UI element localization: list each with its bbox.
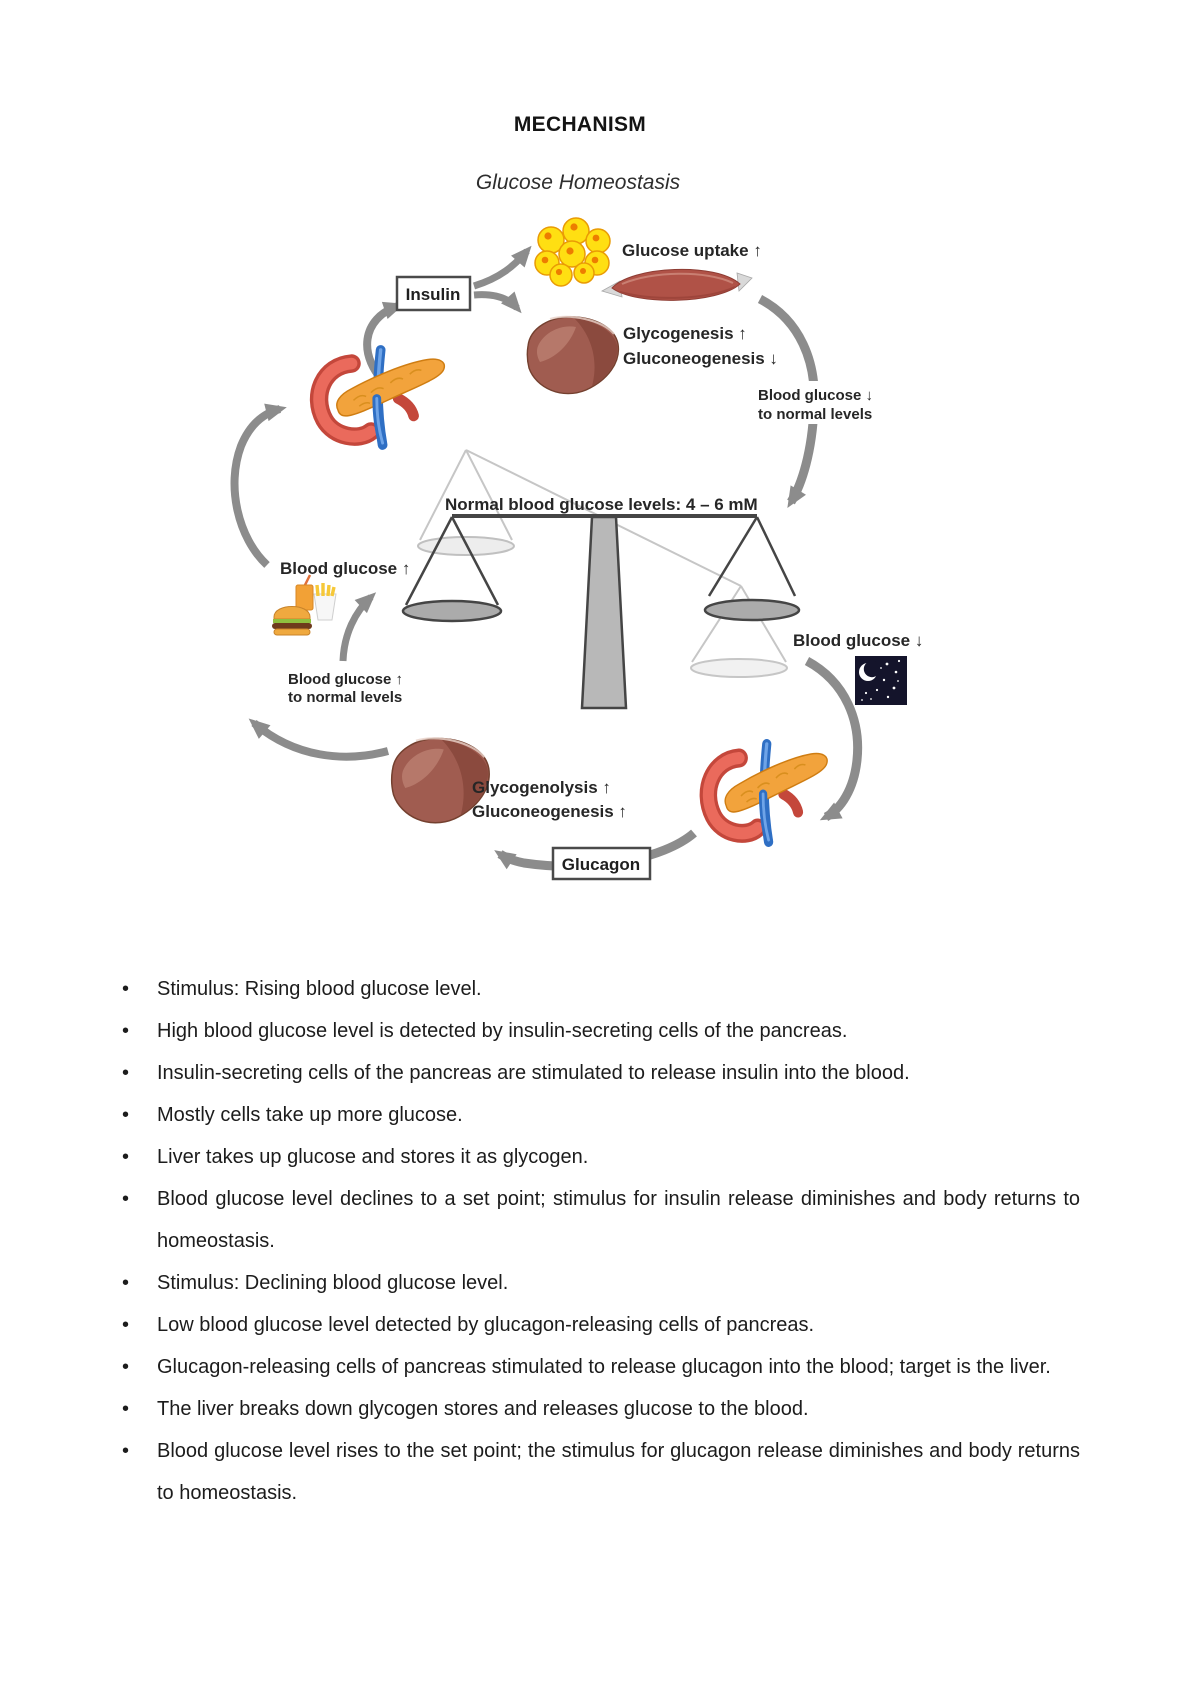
arrow-insulin-to-liver	[473, 291, 522, 314]
arrow-night-to-pancreas	[804, 657, 863, 821]
bullet-icon: •	[122, 1104, 130, 1126]
bullet-icon: •	[122, 978, 130, 1000]
glucose-uptake-label: Glucose uptake ↑	[622, 241, 762, 260]
list-item: • Stimulus: Declining blood glucose level…	[122, 1262, 1080, 1304]
muscle-icon	[600, 268, 753, 301]
gluconeogenesis-up-label: Gluconeogenesis ↑	[472, 802, 627, 821]
bg-down-label: Blood glucose ↓	[793, 631, 923, 650]
fast-food-icon	[272, 574, 337, 636]
bullet-icon: •	[122, 1440, 130, 1462]
list-item: • Stimulus: Rising blood glucose level.	[122, 968, 1080, 1010]
list-item: • Low blood glucose level detected by glu…	[122, 1304, 1080, 1346]
bullet-icon: •	[122, 1188, 130, 1210]
list-item-text: Blood glucose level rises to the set poi…	[157, 1440, 1080, 1504]
pancreas-icon-upper	[319, 350, 444, 445]
glycogenolysis-label: Glycogenolysis ↑	[472, 778, 611, 797]
bg-up-to-normal-line1: Blood glucose ↑	[288, 671, 403, 688]
bg-down-to-normal-line1: Blood glucose ↓	[758, 387, 873, 404]
scale-caption: Normal blood glucose levels: 4 – 6 mM	[445, 495, 758, 514]
liver-icon-upper	[526, 315, 620, 395]
list-item: • High blood glucose level is detected by…	[122, 1010, 1080, 1052]
arrow-food-to-pancreas	[230, 403, 287, 568]
list-item-text: Stimulus: Rising blood glucose level.	[157, 978, 482, 1000]
bg-up-label: Blood glucose ↑	[280, 559, 410, 578]
list-item-text: Insulin-secreting cells of the pancreas …	[157, 1062, 910, 1084]
list-item: • Liver takes up glucose and stores it as…	[122, 1136, 1080, 1178]
page-subtitle: Glucose Homeostasis	[475, 171, 681, 194]
bullet-icon: •	[122, 1398, 130, 1420]
insulin-box: Insulin	[395, 275, 472, 312]
list-item-text: Glucagon-releasing cells of pancreas sti…	[157, 1356, 1051, 1378]
list-item-text: The liver breaks down glycogen stores an…	[157, 1398, 809, 1420]
list-item-text: Low blood glucose level detected by gluc…	[157, 1314, 815, 1336]
pancreas-icon-lower	[708, 744, 827, 842]
fat-cells-icon	[534, 217, 611, 287]
bullet-icon: •	[122, 1020, 130, 1042]
bg-down-to-normal-line2: to normal levels	[758, 406, 872, 423]
list-item: • Insulin-secreting cells of the pancreas…	[122, 1052, 1080, 1094]
night-sky-icon	[855, 656, 907, 705]
bullet-icon: •	[122, 1356, 130, 1378]
list-item-text: Blood glucose level declines to a set po…	[157, 1188, 1080, 1252]
arrow-glucose-up-to-scale	[339, 592, 377, 662]
list-item: • Blood glucose level rises to the set po…	[122, 1430, 1080, 1514]
list-item: • Blood glucose level declines to a set p…	[122, 1178, 1080, 1262]
list-item-text: Liver takes up glucose and stores it as …	[157, 1146, 589, 1168]
page-title: MECHANISM	[513, 113, 647, 136]
insulin-box-label: Insulin	[406, 285, 461, 304]
bullet-icon: •	[122, 1146, 130, 1168]
bullet-icon: •	[122, 1272, 130, 1294]
list-item-text: Stimulus: Declining blood glucose level.	[157, 1272, 509, 1294]
bullet-icon: •	[122, 1062, 130, 1084]
label-backdrop	[753, 381, 877, 424]
glucose-homeostasis-diagram: Insulin Glucagon Glucose uptake ↑ Glycog…	[230, 217, 923, 881]
list-item: • Mostly cells take up more glucose.	[122, 1094, 1080, 1136]
balance-scale-icon	[401, 449, 801, 710]
glycogenesis-label: Glycogenesis ↑	[623, 324, 747, 343]
scale-left-pan	[401, 516, 503, 623]
list-item: • Glucagon-releasing cells of pancreas st…	[122, 1346, 1080, 1388]
scale-pedestal	[580, 515, 628, 710]
glucagon-box-label: Glucagon	[562, 855, 640, 874]
gluconeogenesis-down-label: Gluconeogenesis ↓	[623, 349, 778, 368]
list-item-text: Mostly cells take up more glucose.	[157, 1104, 463, 1126]
arrow-insulin-to-fat-cells	[472, 245, 532, 290]
arrow-liver-to-glucose-up	[248, 718, 390, 761]
bg-up-to-normal-line2: to normal levels	[288, 689, 402, 706]
bullet-list: • Stimulus: Rising blood glucose level. •…	[122, 968, 1080, 1514]
scale-right-pan	[703, 516, 801, 622]
glucagon-box: Glucagon	[551, 846, 652, 881]
list-item-text: High blood glucose level is detected by …	[157, 1020, 848, 1042]
list-item: • The liver breaks down glycogen stores a…	[122, 1388, 1080, 1430]
bullet-icon: •	[122, 1314, 130, 1336]
